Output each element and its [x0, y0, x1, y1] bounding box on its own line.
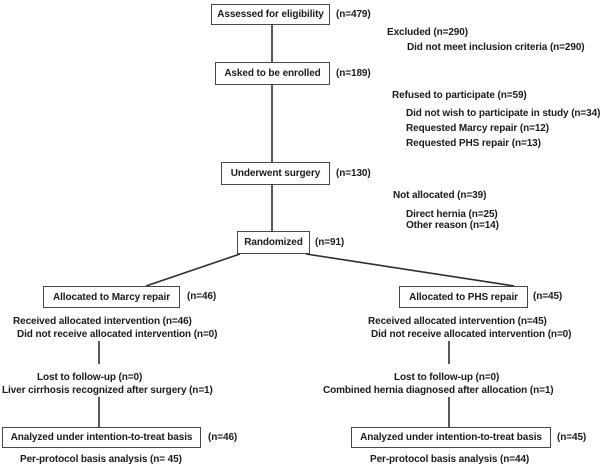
line-randomized-to-phs	[305, 253, 515, 287]
left-per-protocol-text: Per-protocol basis analysis (n= 45)	[20, 454, 182, 465]
line-randomized-to-marcy	[145, 253, 241, 287]
right-lost-text: Lost to follow-up (n=0)	[394, 372, 500, 383]
note-not-allocated-title: Not allocated (n=39)	[393, 190, 487, 201]
box-assessed-for-eligibility: Assessed for eligibility	[211, 4, 330, 25]
left-received-text: Received allocated intervention (n=46)	[13, 316, 192, 327]
right-per-protocol-text: Per-protocol basis analysis (n=44)	[370, 454, 530, 465]
n-label-marcy: (n=46)	[187, 291, 217, 302]
left-lost-detail-text: Liver cirrhosis recognized after surgery…	[2, 385, 213, 396]
note-excluded-item: Did not meet inclusion criteria (n=290)	[407, 42, 585, 53]
right-received-text: Received allocated intervention (n=45)	[368, 316, 547, 327]
box-itt-right: Analyzed under intention-to-treat basis	[351, 427, 551, 448]
note-refused-item-3: Requested PHS repair (n=13)	[406, 138, 541, 149]
n-label-randomized: (n=91)	[315, 237, 345, 248]
n-label-surgery: (n=130)	[336, 168, 371, 179]
note-excluded-title: Excluded (n=290)	[387, 27, 468, 38]
note-refused-item-2: Requested Marcy repair (n=12)	[406, 123, 549, 134]
right-lost-detail-text: Combined hernia diagnosed after allocati…	[323, 385, 554, 396]
box-itt-left: Analyzed under intention-to-treat basis	[2, 427, 201, 448]
right-not-received-text: Did not receive allocated intervention (…	[371, 329, 572, 340]
note-not-allocated-item-2: Other reason (n=14)	[406, 220, 499, 231]
left-lost-text: Lost to follow-up (n=0)	[37, 372, 143, 383]
box-asked-to-be-enrolled: Asked to be enrolled	[215, 62, 330, 85]
n-label-phs: (n=45)	[533, 291, 563, 302]
box-allocated-phs: Allocated to PHS repair	[399, 286, 528, 308]
box-allocated-marcy: Allocated to Marcy repair	[43, 286, 180, 308]
n-label-assessed: (n=479)	[336, 9, 371, 20]
note-refused-title: Refused to participate (n=59)	[392, 90, 527, 101]
box-underwent-surgery: Underwent surgery	[221, 162, 330, 185]
n-label-itt-left: (n=46)	[208, 432, 238, 443]
n-label-itt-right: (n=45)	[557, 432, 587, 443]
note-not-allocated-item-1: Direct hernia (n=25)	[406, 209, 498, 220]
box-randomized: Randomized	[237, 231, 310, 254]
note-refused-item-1: Did not wish to participate in study (n=…	[406, 108, 601, 119]
n-label-enrolled: (n=189)	[336, 68, 371, 79]
left-not-received-text: Did not receive allocated intervention (…	[17, 329, 218, 340]
